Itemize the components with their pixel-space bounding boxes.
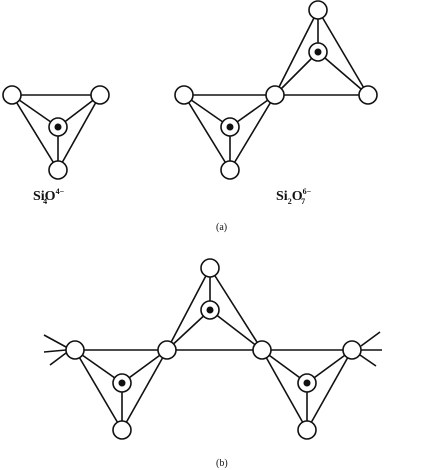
bond-line — [121, 349, 168, 431]
bond-line — [209, 309, 263, 351]
silicon-atom — [206, 306, 214, 314]
bond-line — [183, 94, 231, 171]
oxygen-atom — [48, 160, 68, 180]
silicon-atom — [118, 379, 126, 387]
oxygen-atom — [297, 420, 317, 440]
si2o7-formula-label: Si2O6−7 — [276, 187, 312, 206]
oxygen-atom — [157, 340, 177, 360]
sio4-subscript: 4 — [43, 197, 47, 206]
oxygen-atom — [2, 85, 22, 105]
bond-line — [274, 51, 319, 96]
chain-continuation-stub — [43, 334, 67, 348]
bond-line — [317, 51, 369, 96]
oxygen-atom — [265, 85, 285, 105]
panel-b-label: (b) — [216, 458, 228, 469]
panel-a-label: (a) — [216, 222, 227, 233]
sio4-symbol: SiO — [33, 189, 56, 204]
chain-continuation-stub — [359, 354, 377, 367]
si2o7-o-subscript: 7 — [301, 197, 305, 206]
oxygen-atom — [200, 258, 220, 278]
chain-continuation-stub — [43, 349, 67, 353]
oxygen-atom — [90, 85, 110, 105]
si2o7-si-subscript: 2 — [288, 197, 292, 206]
oxygen-atom — [252, 340, 272, 360]
oxygen-atom — [342, 340, 362, 360]
sio4-charge: 4− — [56, 187, 65, 196]
silicon-atom — [303, 379, 311, 387]
sio4-formula-label: SiO4− 4 — [33, 187, 65, 206]
bond-line — [261, 349, 308, 431]
si2o7-si-symbol: Si — [276, 189, 288, 204]
bond-line — [11, 94, 59, 171]
bond-line — [274, 9, 319, 96]
silicate-chain — [43, 267, 382, 431]
bond-line — [317, 9, 369, 96]
bond-line — [229, 94, 276, 171]
oxygen-atom — [308, 0, 328, 20]
chain-continuation-stub — [360, 331, 381, 347]
oxygen-atom — [174, 85, 194, 105]
silicon-atom — [226, 123, 234, 131]
si2o7-charge: 6− — [303, 187, 312, 196]
chain-continuation-stub — [49, 352, 67, 366]
bond-line — [306, 349, 353, 431]
oxygen-atom — [65, 340, 85, 360]
chain-atoms — [65, 258, 362, 440]
silicon-atom — [314, 48, 322, 56]
bond-line — [166, 267, 211, 351]
si2o7-atoms — [174, 0, 378, 180]
sio4-atoms — [2, 85, 110, 180]
bond-line — [209, 267, 263, 351]
oxygen-atom — [220, 160, 240, 180]
bond-line — [74, 349, 123, 431]
bond-line — [57, 94, 101, 171]
oxygen-atom — [112, 420, 132, 440]
oxygen-atom — [358, 85, 378, 105]
si2o7-o-symbol: O — [292, 189, 303, 204]
silicon-atom — [54, 123, 62, 131]
